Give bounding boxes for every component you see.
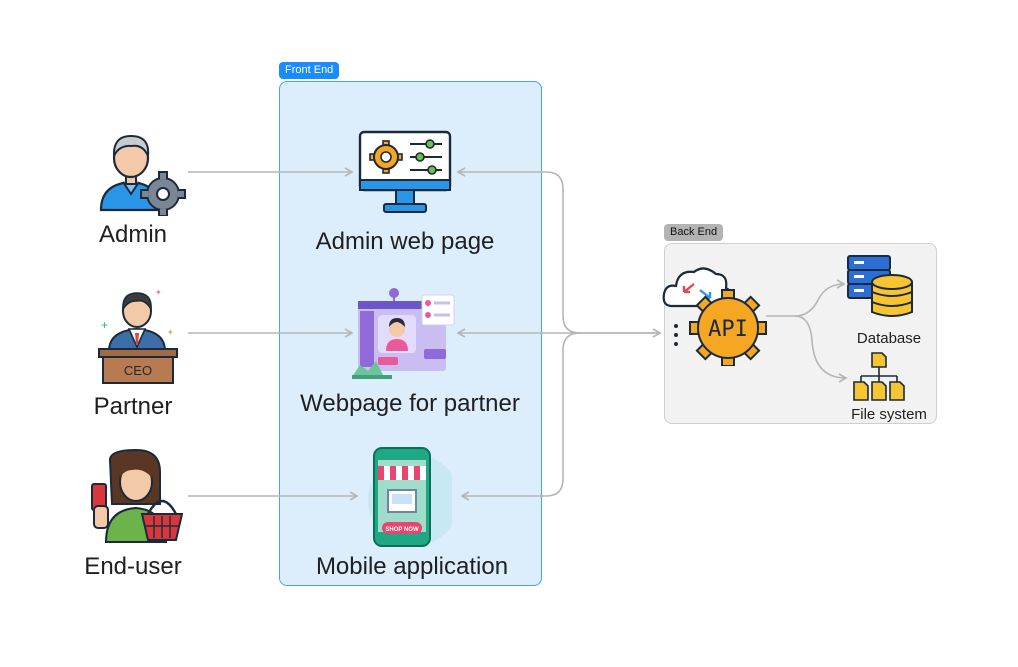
api-text: API	[708, 317, 748, 342]
web-dashboard-icon	[352, 288, 455, 379]
fs-connector	[794, 315, 848, 383]
svg-text:✦: ✦	[155, 288, 162, 297]
database-server-icon	[847, 255, 913, 317]
file-tree-icon	[853, 352, 905, 401]
storage-label-file-system: File system	[851, 406, 927, 423]
admin-api-connector	[456, 167, 660, 334]
mobile-shop-icon: SHOP NOW	[368, 447, 452, 547]
ceo-badge-text: CEO	[124, 363, 152, 378]
shopper-basket-icon	[91, 448, 184, 543]
app-label-admin-web-page: Admin web page	[315, 228, 495, 255]
storage-label-database: Database	[856, 330, 922, 347]
shop-now-text: SHOP NOW	[385, 527, 419, 533]
backend-tag: Back End	[664, 224, 724, 241]
svg-text:✦: ✦	[167, 328, 174, 337]
svg-text:+: +	[101, 318, 108, 332]
ceo-podium-icon: + ✦ ✦ CEO	[98, 288, 178, 384]
admin-gear-icon	[99, 134, 186, 216]
mobile-api-connector	[460, 332, 581, 501]
actor-label-end-user: End-user	[84, 553, 182, 580]
db-connector	[766, 279, 846, 317]
actor-label-partner: Partner	[93, 393, 173, 420]
frontend-tag: Front End	[279, 62, 340, 79]
monitor-settings-icon	[358, 130, 452, 213]
app-label-webpage-for-partner: Webpage for partner	[300, 390, 520, 417]
app-label-mobile-application: Mobile application	[315, 553, 509, 580]
actor-label-admin: Admin	[98, 221, 168, 248]
api-gear-cloud-icon: API	[662, 267, 767, 366]
